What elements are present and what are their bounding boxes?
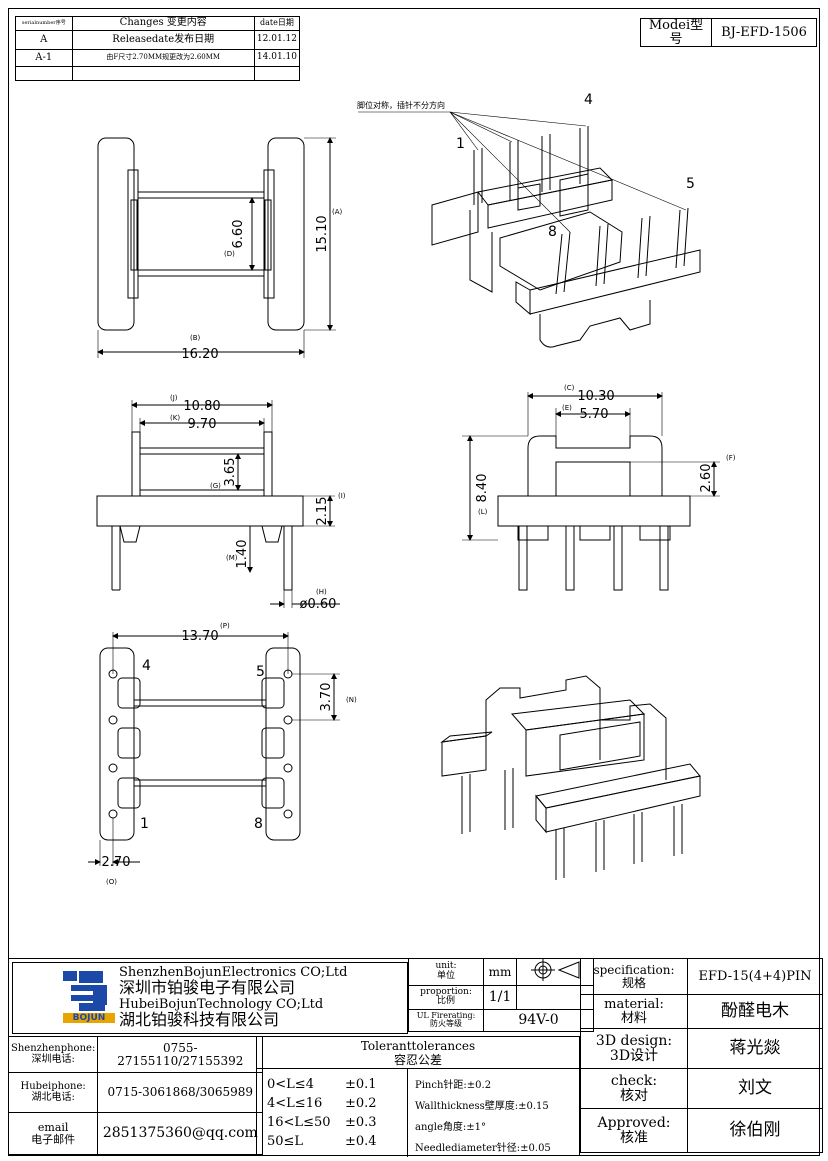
spec-value: EFD-15(4+4)PIN xyxy=(687,958,823,995)
dim-15-10: 15.10 xyxy=(315,215,330,252)
proportion-value: 1/1 xyxy=(483,984,517,1010)
material-value: 酚醛电木 xyxy=(687,994,823,1029)
tol-range-0: 0<L≤4 xyxy=(267,1077,314,1092)
pin-label-4-bottom: 4 xyxy=(142,658,151,674)
pin-note: 脚位对称，插针不分方向 xyxy=(357,100,445,110)
side-view xyxy=(96,400,340,608)
dim-label-b: (B) xyxy=(190,334,201,342)
company-name-cn-2: 湖北铂骏科技有限公司 xyxy=(119,1010,280,1029)
dim-3-65: 3.65 xyxy=(223,458,238,487)
contact-value-1: 0715-3061868/3065989 xyxy=(97,1072,264,1113)
dim-label-j: (J) xyxy=(170,394,178,402)
tol-note-1: Wallthickness壁厚度:±0.15 xyxy=(415,1101,549,1112)
pin-label-5-iso: 5 xyxy=(686,176,695,192)
company-name-cn-1: 深圳市铂骏电子有限公司 xyxy=(119,978,296,997)
pin-label-8-bottom: 8 xyxy=(254,816,263,832)
front-view xyxy=(462,392,720,591)
ul-value: 94V-0 xyxy=(483,1008,594,1032)
dim-label-k: (K) xyxy=(170,414,180,422)
pin-label-5-bottom: 5 xyxy=(256,664,265,680)
dim-label-a: (A) xyxy=(332,208,343,216)
pin-label-1-iso: 1 xyxy=(456,136,465,152)
tol-value-2: ±0.3 xyxy=(345,1115,377,1130)
dim-10-80: 10.80 xyxy=(183,399,220,414)
unit-value: mm xyxy=(483,958,517,986)
contact-value-0: 0755-27155110/27155392 xyxy=(97,1036,264,1073)
iso-view-top xyxy=(358,111,701,348)
dim-2-60: 2.60 xyxy=(699,464,714,493)
tol-range-2: 16<L≤50 xyxy=(267,1115,331,1130)
dim-label-i: (I) xyxy=(338,492,346,500)
dim-2-15: 2.15 xyxy=(315,497,330,526)
tol-value-0: ±0.1 xyxy=(345,1077,377,1092)
dim-2-70: 2.70 xyxy=(102,855,131,870)
contacts-table: Shenzhenphone: 深圳电话: 0755-27155110/27155… xyxy=(7,1036,264,1155)
dim-0-60: ø0.60 xyxy=(300,597,337,612)
dim-13-70: 13.70 xyxy=(181,629,218,644)
material-label: material: 材料 xyxy=(580,994,688,1029)
tolerance-box: Toleranttolerances 容忍公差 0<L≤4 4<L≤16 16<… xyxy=(256,1036,580,1157)
tol-note-2: angle角度:±1° xyxy=(415,1122,487,1133)
dim-label-l: (L) xyxy=(478,508,488,516)
tol-range-1: 4<L≤16 xyxy=(267,1096,323,1111)
bottom-view xyxy=(88,632,340,866)
approved-label: Approved: 核准 xyxy=(580,1108,688,1153)
company-box: BOJUN ShenzhenBojunElectronics CO;Ltd 深圳… xyxy=(12,962,408,1034)
dim-label-h: (H) xyxy=(316,588,327,596)
tol-note-3: Needlediameter针径:±0.05 xyxy=(415,1143,551,1154)
proportion-label: proportion: 比例 xyxy=(408,984,484,1010)
unit-table: unit: 单位 mm proportion: 比例 1/1 UL Firera… xyxy=(408,958,594,1032)
contact-label-1: Hubeiphone: 湖北电话: xyxy=(7,1072,99,1113)
company-name-en-2: HubeiBojunTechnology CO;Ltd xyxy=(119,997,324,1012)
logo-text: BOJUN xyxy=(72,1013,106,1023)
tol-value-1: ±0.2 xyxy=(345,1096,377,1111)
unit-label: unit: 单位 xyxy=(408,958,484,986)
dim-3-70: 3.70 xyxy=(319,683,334,712)
revision-table: serialnumber序号 Changes 变更内容 date日期 A Rel… xyxy=(15,16,301,81)
dim-8-40: 8.40 xyxy=(475,474,490,503)
dim-1-40: 1.40 xyxy=(235,540,250,569)
pin-label-4-iso: 4 xyxy=(584,92,593,108)
model-box: Modei型号 BJ-EFD-1506 xyxy=(640,17,817,48)
dim-label-e: (E) xyxy=(562,404,572,412)
dim-label-d: (D) xyxy=(224,250,235,258)
pin-label-1-bottom: 1 xyxy=(140,816,149,832)
dim-5-70: 5.70 xyxy=(580,407,609,422)
tol-note-0: Pinch针距:±0.2 xyxy=(415,1080,492,1091)
model-value: BJ-EFD-1506 xyxy=(711,17,817,48)
dim-label-f: (F) xyxy=(726,454,736,462)
bojun-logo xyxy=(63,971,115,1023)
company-name-en-1: ShenzhenBojunElectronics CO;Ltd xyxy=(119,965,348,980)
ul-label: UL Firerating: 防火等级 xyxy=(408,1008,484,1032)
top-view xyxy=(97,137,336,358)
tolerance-title: Toleranttolerances 容忍公差 xyxy=(257,1037,579,1069)
check-value: 刘文 xyxy=(687,1068,823,1109)
approved-value: 徐伯刚 xyxy=(687,1108,823,1153)
dim-label-o: (O) xyxy=(106,878,117,886)
pin-label-8-iso: 8 xyxy=(548,224,557,240)
check-label: check: 核对 xyxy=(580,1068,688,1109)
tol-value-3: ±0.4 xyxy=(345,1134,377,1149)
contact-value-2: 2851375360@qq.com xyxy=(97,1112,264,1155)
dim-label-p: (P) xyxy=(220,622,230,630)
contact-label-0: Shenzhenphone: 深圳电话: xyxy=(7,1036,99,1073)
dim-6-60: 6.60 xyxy=(231,220,246,249)
dim-label-n: (N) xyxy=(346,696,357,704)
spec-table: specification: 规格 EFD-15(4+4)PIN materia… xyxy=(580,958,823,1153)
dim-label-c: (C) xyxy=(564,384,575,392)
design-label: 3D design: 3D设计 xyxy=(580,1028,688,1069)
contact-label-2: email 电子邮件 xyxy=(7,1112,99,1155)
dim-10-30: 10.30 xyxy=(577,389,614,404)
dim-9-70: 9.70 xyxy=(188,417,217,432)
dim-16-20: 16.20 xyxy=(181,347,218,362)
technical-drawing: 6.60 (D) 15.10 (A) 16.20 (B) 10.80 (J) 9… xyxy=(88,92,736,886)
iso-view-bottom xyxy=(440,675,701,880)
design-value: 蒋光燚 xyxy=(687,1028,823,1069)
dim-label-g: (G) xyxy=(210,482,221,490)
tol-range-3: 50≤L xyxy=(267,1134,304,1149)
spec-label: specification: 规格 xyxy=(580,958,688,995)
dim-label-m: (M) xyxy=(226,554,238,562)
